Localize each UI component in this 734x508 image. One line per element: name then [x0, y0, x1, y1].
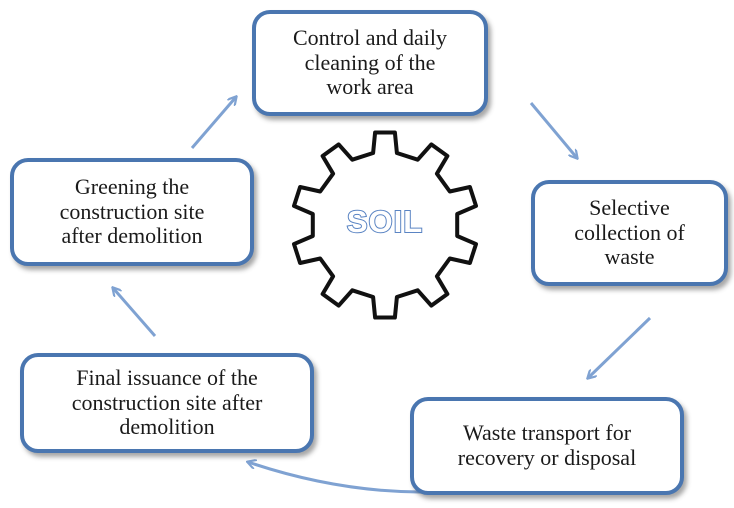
step-label: Final issuance of the construction site … — [71, 365, 263, 440]
center-label: SOIL — [347, 204, 423, 239]
arrow-selective-to-transport — [588, 316, 652, 378]
arrow-greening-to-control — [190, 97, 236, 149]
step-greening-site: Greening the construction site after dem… — [10, 158, 254, 266]
step-label: Control and daily cleaning of the work a… — [293, 25, 447, 100]
step-control-daily-cleaning: Control and daily cleaning of the work a… — [252, 10, 488, 116]
gear-icon — [292, 130, 478, 320]
step-selective-collection: Selective collection of waste — [531, 180, 728, 286]
step-final-issuance: Final issuance of the construction site … — [20, 353, 314, 453]
step-label: Waste transport for recovery or disposal — [457, 420, 637, 470]
step-label: Greening the construction site after dem… — [59, 174, 205, 249]
step-waste-transport: Waste transport for recovery or disposal — [410, 397, 684, 495]
arrow-final-to-greening — [113, 288, 157, 337]
arrow-control-to-selective — [529, 102, 577, 158]
step-label: Selective collection of waste — [574, 195, 685, 270]
